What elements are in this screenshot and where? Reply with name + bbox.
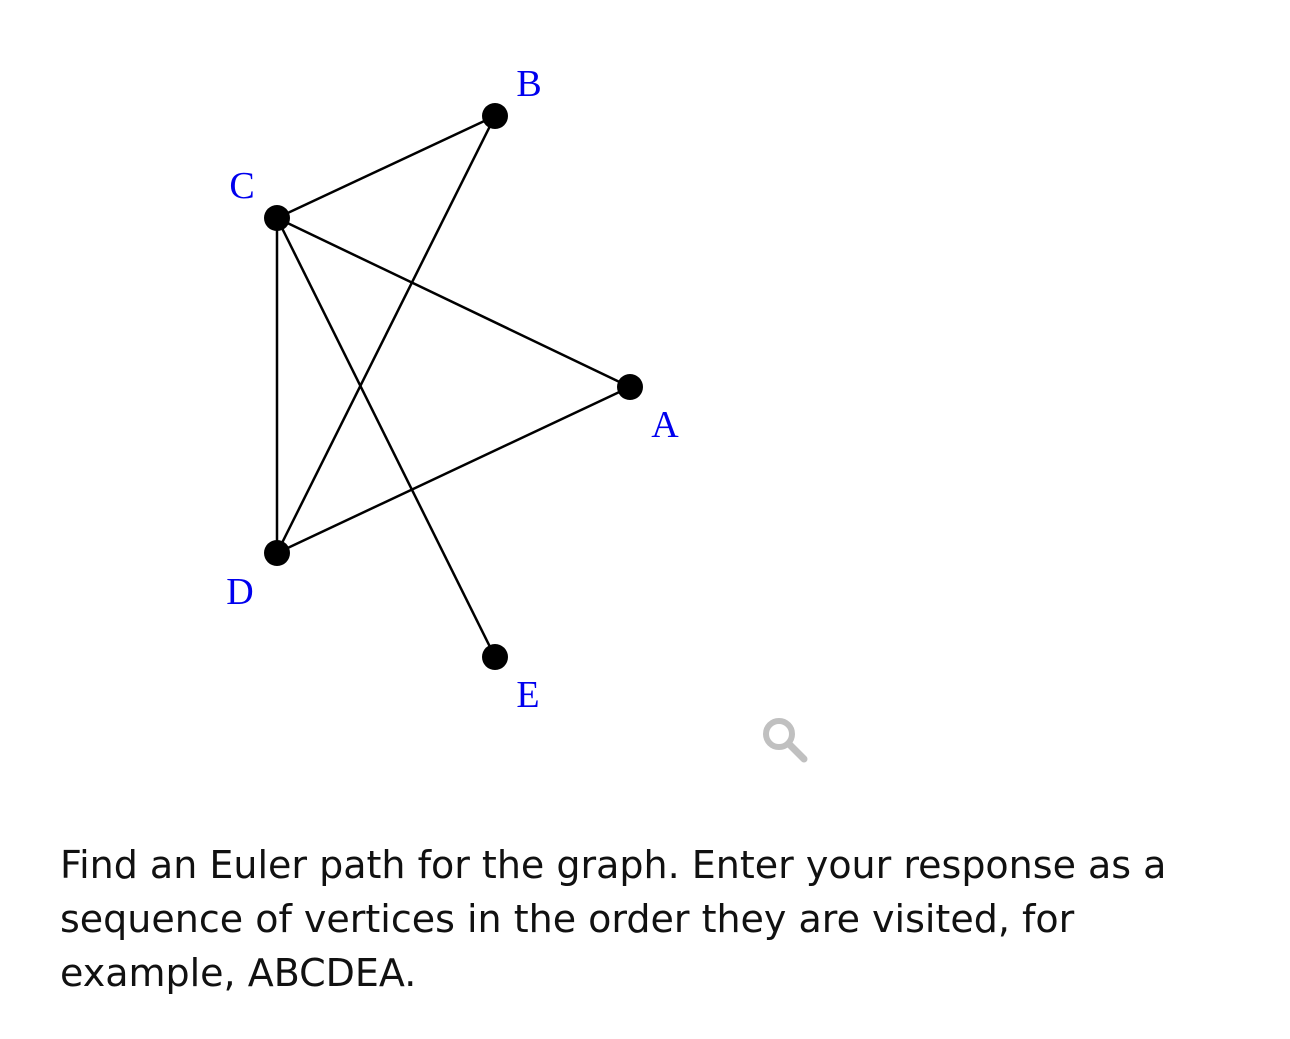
labels-layer: A B C D E — [226, 63, 679, 716]
vertex-a — [617, 374, 643, 400]
vertex-label-d: D — [226, 571, 253, 613]
edge-c-e — [275, 217, 497, 658]
question-text: Find an Euler path for the graph. Enter … — [60, 843, 1167, 995]
vertex-label-e: E — [516, 674, 539, 716]
edge-d-a — [276, 385, 631, 555]
vertex-label-c: C — [229, 165, 254, 207]
vertex-label-a: A — [651, 404, 679, 446]
vertices-layer — [264, 103, 643, 670]
edge-c-b — [276, 114, 496, 220]
graph-figure: A B C D E — [226, 63, 679, 716]
edge-b-d — [275, 115, 497, 554]
magnifier-icon[interactable] — [758, 713, 810, 765]
edges-layer — [275, 114, 631, 658]
vertex-d — [264, 540, 290, 566]
vertex-e — [482, 644, 508, 670]
vertex-b — [482, 103, 508, 129]
vertex-c — [264, 205, 290, 231]
edge-c-a — [276, 216, 631, 389]
vertex-label-b: B — [516, 63, 541, 105]
